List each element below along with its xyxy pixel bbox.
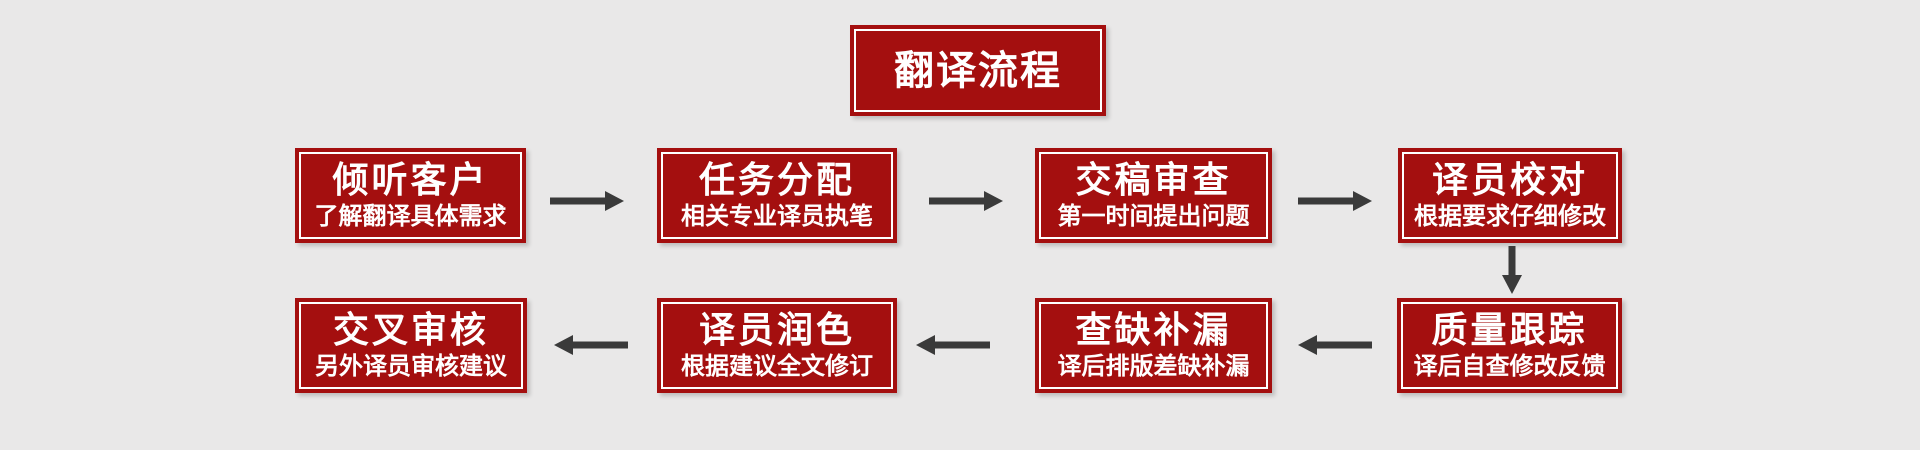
- step-subtitle: 译后排版差缺补漏: [1057, 352, 1250, 380]
- flow-step-polish: 译员润色 根据建议全文修订: [657, 298, 897, 393]
- title-box-inner-frame: 翻译流程: [854, 29, 1102, 112]
- flow-step-assign: 任务分配 相关专业译员执笔: [657, 148, 897, 243]
- step-subtitle: 第一时间提出问题: [1057, 202, 1250, 230]
- arrow-right-icon: [1298, 191, 1372, 211]
- flow-step-review: 交稿审查 第一时间提出问题: [1035, 148, 1272, 243]
- flow-step-quality: 质量跟踪 译后自查修改反馈: [1397, 298, 1622, 393]
- step-subtitle: 根据建议全文修订: [681, 352, 873, 380]
- page-title: 翻译流程: [894, 48, 1062, 93]
- step-title: 交稿审查: [1075, 158, 1232, 200]
- step-subtitle: 另外译员审核建议: [315, 352, 507, 380]
- arrow-left-icon: [1298, 335, 1372, 355]
- step-title: 查缺补漏: [1075, 308, 1232, 350]
- step-title: 倾听客户: [332, 158, 489, 200]
- flowchart-title-box: 翻译流程: [850, 25, 1106, 116]
- step-subtitle: 相关专业译员执笔: [681, 202, 873, 230]
- step-title: 译员校对: [1431, 158, 1588, 200]
- flow-step-crosscheck: 交叉审核 另外译员审核建议: [295, 298, 527, 393]
- arrow-right-icon: [929, 191, 1003, 211]
- step-title: 质量跟踪: [1431, 308, 1588, 350]
- arrow-down-icon: [1502, 246, 1522, 294]
- step-subtitle: 根据要求仔细修改: [1414, 202, 1606, 230]
- step-title: 交叉审核: [332, 308, 489, 350]
- flow-step-proofread: 译员校对 根据要求仔细修改: [1398, 148, 1622, 243]
- flow-step-listen: 倾听客户 了解翻译具体需求: [295, 148, 526, 243]
- arrow-left-icon: [916, 335, 990, 355]
- arrow-left-icon: [554, 335, 628, 355]
- step-title: 任务分配: [698, 158, 855, 200]
- flow-step-gapcheck: 查缺补漏 译后排版差缺补漏: [1035, 298, 1272, 393]
- step-subtitle: 译后自查修改反馈: [1413, 352, 1606, 380]
- arrow-right-icon: [550, 191, 624, 211]
- step-subtitle: 了解翻译具体需求: [314, 202, 507, 230]
- step-title: 译员润色: [698, 308, 855, 350]
